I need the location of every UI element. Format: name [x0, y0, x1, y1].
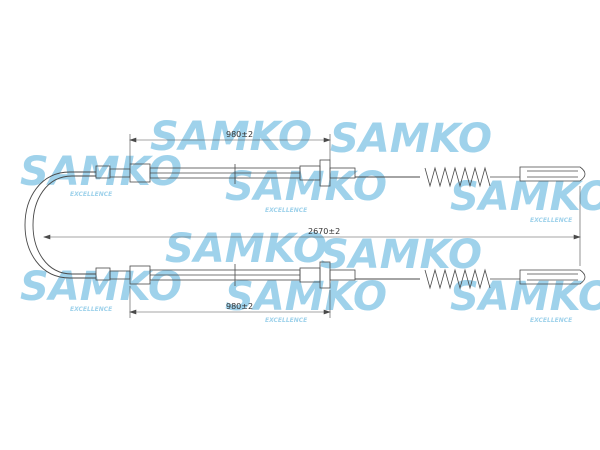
- watermark-brand: SAMKO: [450, 174, 600, 220]
- arrowhead: [573, 234, 581, 240]
- arrowhead: [129, 137, 137, 143]
- bottom-cable-assembly: [95, 261, 586, 290]
- top-cable-assembly: [95, 159, 586, 188]
- bottom-length-label: 980±2: [226, 302, 253, 311]
- cable-wire: [24, 171, 420, 280]
- watermark-tagline: EXCELLENCE: [265, 207, 308, 214]
- watermark-tagline: EXCELLENCE: [530, 317, 573, 324]
- watermark-tagline: EXCELLENCE: [70, 306, 113, 313]
- top-adjuster-sleeve: [329, 167, 356, 179]
- top-eye-end: [519, 166, 586, 182]
- bottom-eye-end: [519, 269, 586, 285]
- watermark-brand: SAMKO: [20, 264, 182, 310]
- arrowhead: [323, 309, 331, 315]
- watermark-tagline: EXCELLENCE: [530, 217, 573, 224]
- watermark-group: SAMKO SAMKO SAMKO SAMKO SAMKO SAMKO SAMK…: [20, 114, 600, 324]
- cable-loop-inner: [32, 175, 96, 275]
- arrowhead: [43, 234, 51, 240]
- watermark-brand: SAMKO: [165, 226, 327, 272]
- top-return-spring: [424, 166, 491, 188]
- arrowhead: [129, 309, 137, 315]
- watermark-brand: SAMKO: [450, 274, 600, 320]
- watermark-brand: SAMKO: [225, 164, 387, 210]
- watermark-brand: SAMKO: [150, 114, 312, 160]
- cable-loop-outer: [24, 171, 96, 279]
- watermark-brand: SAMKO: [225, 274, 387, 320]
- overall-length-label: 2670±2: [308, 227, 340, 236]
- watermark-tagline: EXCELLENCE: [265, 317, 308, 324]
- watermark-brand: SAMKO: [330, 116, 492, 162]
- arrowhead: [323, 137, 331, 143]
- dimension-lines: [43, 134, 581, 318]
- top-length-label: 980±2: [226, 130, 253, 139]
- bottom-adjuster-sleeve: [329, 269, 356, 281]
- watermark-brand: SAMKO: [20, 149, 182, 195]
- watermark-brand: SAMKO: [320, 232, 482, 278]
- watermark-tagline: EXCELLENCE: [70, 191, 113, 198]
- bottom-return-spring: [424, 268, 491, 290]
